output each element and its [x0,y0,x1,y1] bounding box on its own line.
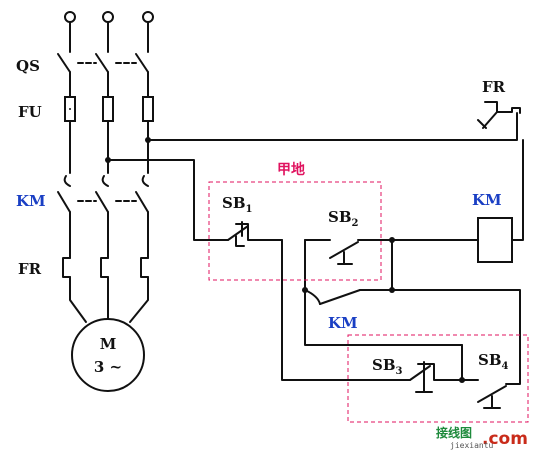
km-coil [477,217,513,263]
sb1-label: SB1 [222,194,252,215]
sb4-label: SB4 [478,351,509,372]
terminal-l3 [142,11,154,23]
fu-label: FU [18,103,42,121]
fr-thermal-elements [62,257,149,323]
km-aux-label: KM [328,314,358,332]
km-coil-label: KM [472,191,502,209]
zone-lower [347,334,529,423]
sb1-switch [227,221,283,247]
km-main-label: KM [16,192,46,210]
motor-symbol [71,318,145,392]
watermark-url-text: jiexiantu [450,441,494,450]
sb3-label: SB3 [372,356,403,377]
fu-fuses [64,96,154,174]
power-circuit: M 3 ~ QS FU KM FR [16,11,154,392]
watermark-com-text: .com [482,429,528,449]
qs-label: QS [16,57,40,75]
watermark-logo: 接线图 .com jiexiantu [436,425,528,450]
motor-letter: M [100,335,117,353]
fr-control-contact [477,101,521,129]
km-main-contacts [57,175,149,259]
sb2-label: SB2 [328,208,359,229]
zone-jia-di [208,181,382,281]
terminal-l2 [102,11,114,23]
motor-phase-label: 3 ~ [94,358,122,376]
lower-left-wire [281,289,411,381]
sb2-switch [281,239,393,291]
fr-main-label: FR [18,260,42,278]
coil-right-wire [511,139,524,241]
sb2-left-vertical [304,239,463,346]
sb4-switch [391,289,521,409]
control-top-wire [147,112,518,141]
qs-switch [57,53,149,98]
watermark-cn-text: 接线图 [436,425,472,440]
control-circuit: FR SB1 SB2 [105,78,529,423]
control-feed-wire [107,159,229,241]
sb3-switch [409,361,463,393]
zone-jia-di-label: 甲地 [277,161,305,178]
fr-control-label: FR [482,78,506,96]
terminal-l1 [64,11,76,23]
km-aux-contact [304,289,393,305]
